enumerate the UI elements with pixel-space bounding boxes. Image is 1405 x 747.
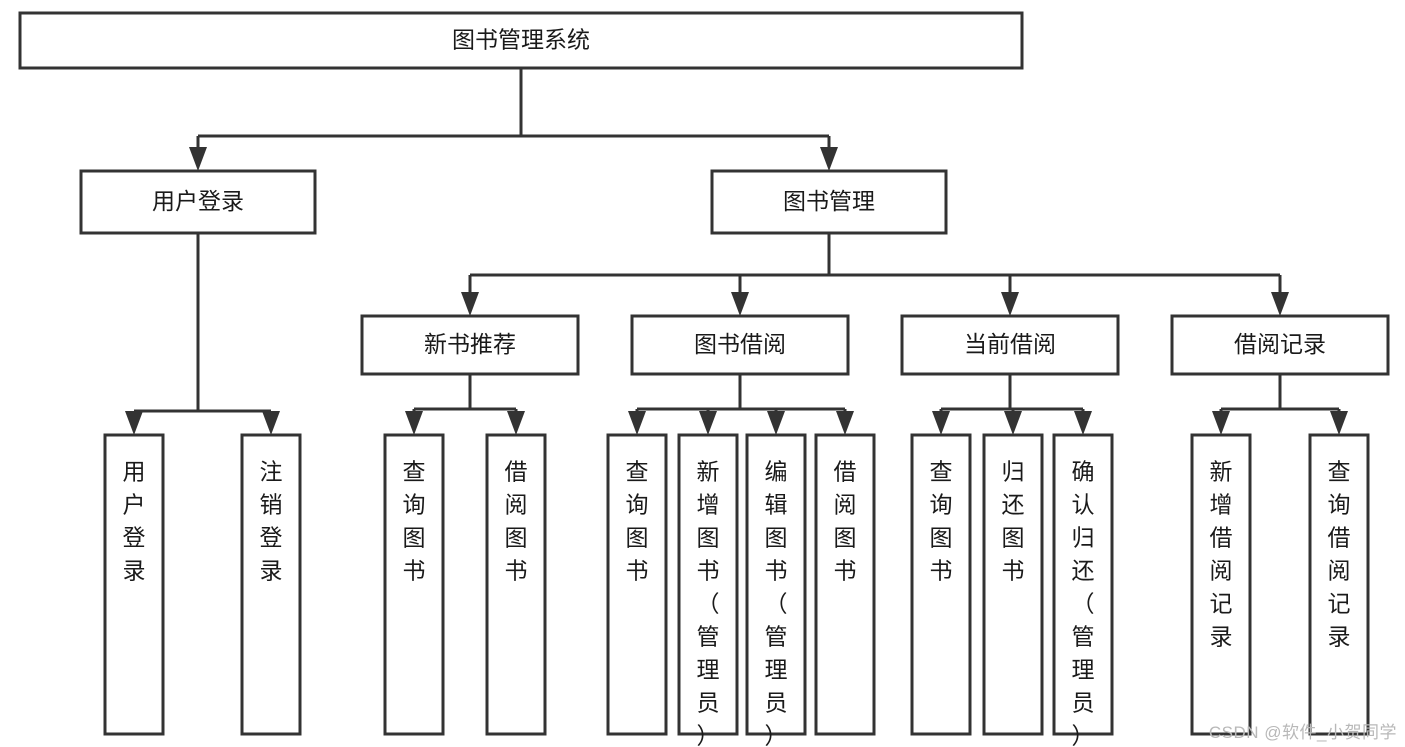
node-borrow-record[interactable]: 借阅记录 <box>1170 314 1390 376</box>
node-book-borrow-label: 图书借阅 <box>694 331 786 357</box>
node-user-login-box[interactable] <box>79 169 317 235</box>
node-root-box[interactable] <box>18 11 1024 70</box>
node-leaf-confirm-return[interactable]: 确认归还（管理员） <box>1052 433 1114 747</box>
node-book-borrow[interactable]: 图书借阅 <box>630 314 850 376</box>
node-leaf-query-book-current-label: 查询图书 <box>930 459 953 584</box>
connector-group-root <box>189 68 838 171</box>
connector-group-book-borrow <box>628 374 854 435</box>
arrow-head-icon <box>836 411 854 435</box>
node-leaf-edit-book[interactable]: 编辑图书（管理员） <box>745 433 807 747</box>
connector-group-current-borrow <box>932 374 1092 435</box>
node-book-borrow-box[interactable] <box>630 314 850 376</box>
node-leaf-borrow-book-recommend[interactable]: 借阅图书 <box>485 433 547 736</box>
connector-group-user-login <box>125 233 280 435</box>
node-book-management-label: 图书管理 <box>783 188 875 214</box>
node-leaf-add-book[interactable]: 新增图书（管理员） <box>677 433 739 747</box>
arrow-head-icon <box>507 411 525 435</box>
node-leaf-query-book-current-box[interactable] <box>910 433 972 736</box>
node-leaf-edit-book-label: 编辑图书（管理员） <box>765 459 788 747</box>
node-borrow-record-box[interactable] <box>1170 314 1390 376</box>
node-leaf-add-borrow-record[interactable]: 新增借阅记录 <box>1190 433 1252 736</box>
arrow-head-icon <box>628 411 646 435</box>
node-leaf-logout-box[interactable] <box>240 433 302 736</box>
arrow-head-icon <box>1330 411 1348 435</box>
node-leaf-add-book-label: 新增图书（管理员） <box>697 459 720 747</box>
arrow-head-icon <box>731 292 749 316</box>
node-book-management[interactable]: 图书管理 <box>710 169 948 235</box>
arrow-head-icon <box>1212 411 1230 435</box>
node-leaf-user-login[interactable]: 用户登录 <box>103 433 165 736</box>
node-user-login-label: 用户登录 <box>152 188 244 214</box>
node-current-borrow[interactable]: 当前借阅 <box>900 314 1120 376</box>
node-leaf-return-book-box[interactable] <box>982 433 1044 736</box>
node-user-login[interactable]: 用户登录 <box>79 169 317 235</box>
connector-group-book-management <box>461 233 1289 316</box>
node-leaf-query-book-borrow-box[interactable] <box>606 433 668 736</box>
node-leaf-query-book-borrow[interactable]: 查询图书 <box>606 433 668 736</box>
node-borrow-record-label: 借阅记录 <box>1234 331 1326 357</box>
node-leaf-query-borrow-record-box[interactable] <box>1308 433 1370 736</box>
node-leaf-return-book-label: 归还图书 <box>1002 459 1025 584</box>
arrow-head-icon <box>262 411 280 435</box>
node-leaf-query-borrow-record-label: 查询借阅记录 <box>1328 459 1351 650</box>
arrow-head-icon <box>189 147 207 171</box>
node-new-book-recommend-label: 新书推荐 <box>424 331 516 357</box>
node-leaf-return-book[interactable]: 归还图书 <box>982 433 1044 736</box>
connector-group-new-book-recommend <box>405 374 525 435</box>
node-leaf-logout[interactable]: 注销登录 <box>240 433 302 736</box>
arrow-head-icon <box>820 147 838 171</box>
arrow-head-icon <box>461 292 479 316</box>
node-leaf-borrow-book-recommend-box[interactable] <box>485 433 547 736</box>
node-leaf-borrow-book-box[interactable] <box>814 433 876 736</box>
node-leaf-query-book-recommend-box[interactable] <box>383 433 445 736</box>
node-leaf-borrow-book[interactable]: 借阅图书 <box>814 433 876 736</box>
arrow-head-icon <box>1001 292 1019 316</box>
node-leaf-borrow-book-label: 借阅图书 <box>834 459 857 584</box>
node-leaf-query-book-borrow-label: 查询图书 <box>626 459 649 584</box>
arrow-head-icon <box>1004 411 1022 435</box>
node-root[interactable]: 图书管理系统 <box>18 11 1024 70</box>
node-leaf-add-book-box[interactable] <box>677 433 739 736</box>
node-leaf-add-borrow-record-label: 新增借阅记录 <box>1210 459 1233 650</box>
node-root-label: 图书管理系统 <box>452 27 590 53</box>
node-new-book-recommend[interactable]: 新书推荐 <box>360 314 580 376</box>
node-leaf-add-borrow-record-box[interactable] <box>1190 433 1252 736</box>
watermark-label: CSDN @软件_小贺同学 <box>1208 723 1397 742</box>
node-leaf-query-borrow-record[interactable]: 查询借阅记录 <box>1308 433 1370 736</box>
node-leaf-confirm-return-box[interactable] <box>1052 433 1114 736</box>
connectors-layer <box>125 68 1348 435</box>
arrow-head-icon <box>125 411 143 435</box>
arrow-head-icon <box>932 411 950 435</box>
node-leaf-user-login-label: 用户登录 <box>123 459 146 584</box>
node-leaf-user-login-box[interactable] <box>103 433 165 736</box>
node-current-borrow-label: 当前借阅 <box>964 331 1056 357</box>
nodes-layer: 图书管理系统用户登录图书管理新书推荐图书借阅当前借阅借阅记录用户登录注销登录查询… <box>18 11 1390 747</box>
node-leaf-edit-book-box[interactable] <box>745 433 807 736</box>
node-new-book-recommend-box[interactable] <box>360 314 580 376</box>
arrow-head-icon <box>699 411 717 435</box>
arrow-head-icon <box>1074 411 1092 435</box>
node-leaf-query-book-recommend-label: 查询图书 <box>403 459 426 584</box>
node-leaf-logout-label: 注销登录 <box>260 459 283 584</box>
node-book-management-box[interactable] <box>710 169 948 235</box>
connector-group-borrow-record <box>1212 374 1348 435</box>
node-leaf-query-book-recommend[interactable]: 查询图书 <box>383 433 445 736</box>
node-leaf-borrow-book-recommend-label: 借阅图书 <box>505 459 528 584</box>
arrow-head-icon <box>405 411 423 435</box>
arrow-head-icon <box>1271 292 1289 316</box>
arrow-head-icon <box>767 411 785 435</box>
node-leaf-confirm-return-label: 确认归还（管理员） <box>1072 459 1095 747</box>
node-current-borrow-box[interactable] <box>900 314 1120 376</box>
node-leaf-query-book-current[interactable]: 查询图书 <box>910 433 972 736</box>
